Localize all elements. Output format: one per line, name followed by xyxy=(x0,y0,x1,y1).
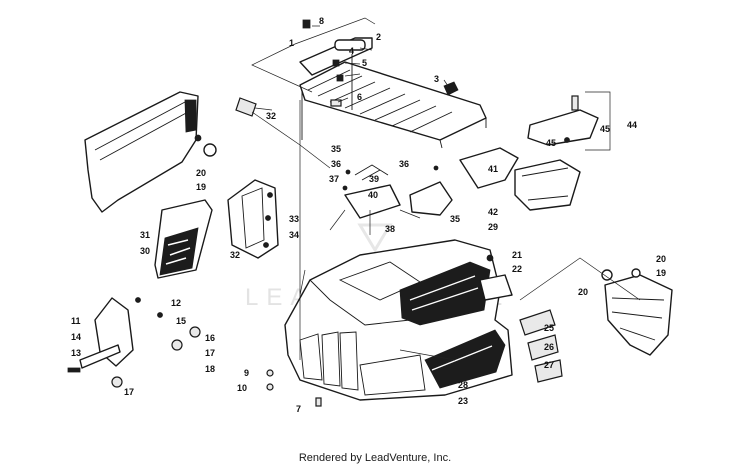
callout-7: 7 xyxy=(296,404,301,414)
callout-36-b: 36 xyxy=(399,159,409,169)
callout-22: 22 xyxy=(512,264,522,274)
callout-44: 45 xyxy=(600,124,610,134)
callout-31: 31 xyxy=(140,230,150,240)
callout-38: 38 xyxy=(385,224,395,234)
callout-20-a: 20 xyxy=(196,168,206,178)
callout-8: 8 xyxy=(319,16,324,26)
callout-17-b: 17 xyxy=(124,387,134,397)
callout-4: 4 xyxy=(349,46,354,56)
callout-30: 30 xyxy=(140,246,150,256)
callout-42: 42 xyxy=(488,207,498,217)
callout-5: 5 xyxy=(362,58,367,68)
callout-19-b: 19 xyxy=(656,268,666,278)
callout-23: 23 xyxy=(458,396,468,406)
callout-39: 39 xyxy=(369,174,379,184)
callout-11: 11 xyxy=(71,316,81,326)
headlight-housing xyxy=(67,297,201,388)
callout-3: 3 xyxy=(434,74,439,84)
right-fender-panel xyxy=(601,268,673,356)
callout-34: 34 xyxy=(289,230,299,240)
callout-35-b: 35 xyxy=(450,214,460,224)
callout-17-a: 17 xyxy=(205,348,215,358)
callout-45: 45 xyxy=(546,138,556,148)
callout-29: 29 xyxy=(488,222,498,232)
callout-20-b: 20 xyxy=(656,254,666,264)
front-body xyxy=(284,239,513,401)
decal-set xyxy=(519,309,563,383)
callout-16: 16 xyxy=(205,333,215,343)
rear-rack xyxy=(299,37,487,149)
callout-25: 26 xyxy=(544,342,554,352)
callout-41: 41 xyxy=(488,164,498,174)
footer-credit: Rendered by LeadVenture, Inc. xyxy=(298,452,452,464)
callout-27: 32 xyxy=(266,111,276,121)
callouts: 8 2 1 4 5 3 6 32 44 45 45 35 36 36 37 39… xyxy=(71,16,666,414)
callout-19-a: 19 xyxy=(196,182,206,192)
callout-9: 9 xyxy=(244,368,249,378)
callout-40: 40 xyxy=(368,190,378,200)
left-fender-panel xyxy=(84,91,217,213)
left-inner-bracket xyxy=(227,179,279,259)
callout-35-a: 35 xyxy=(331,144,341,154)
callout-2: 2 xyxy=(376,32,381,42)
callout-20-c: 20 xyxy=(578,287,588,297)
callout-1: 1 xyxy=(289,38,294,48)
callout-24: 25 xyxy=(544,323,554,333)
callout-32: 32 xyxy=(230,250,240,260)
left-footwell-panel xyxy=(154,199,213,279)
callout-12: 12 xyxy=(171,298,181,308)
callout-6: 6 xyxy=(357,92,362,102)
callout-21: 21 xyxy=(512,250,522,260)
callout-37: 37 xyxy=(329,174,339,184)
storage-lid xyxy=(527,91,611,151)
callout-43: 44 xyxy=(627,120,637,130)
callout-36-a: 36 xyxy=(331,159,341,169)
callout-10: 10 xyxy=(237,383,247,393)
callout-28: 28 xyxy=(458,380,468,390)
callout-26: 27 xyxy=(544,360,554,370)
storage-bin xyxy=(459,147,581,211)
callout-13: 13 xyxy=(71,348,81,358)
center-brackets xyxy=(342,164,453,219)
callout-15: 15 xyxy=(176,316,186,326)
callout-33: 33 xyxy=(289,214,299,224)
callout-14: 14 xyxy=(71,332,81,342)
callout-18: 18 xyxy=(205,364,215,374)
